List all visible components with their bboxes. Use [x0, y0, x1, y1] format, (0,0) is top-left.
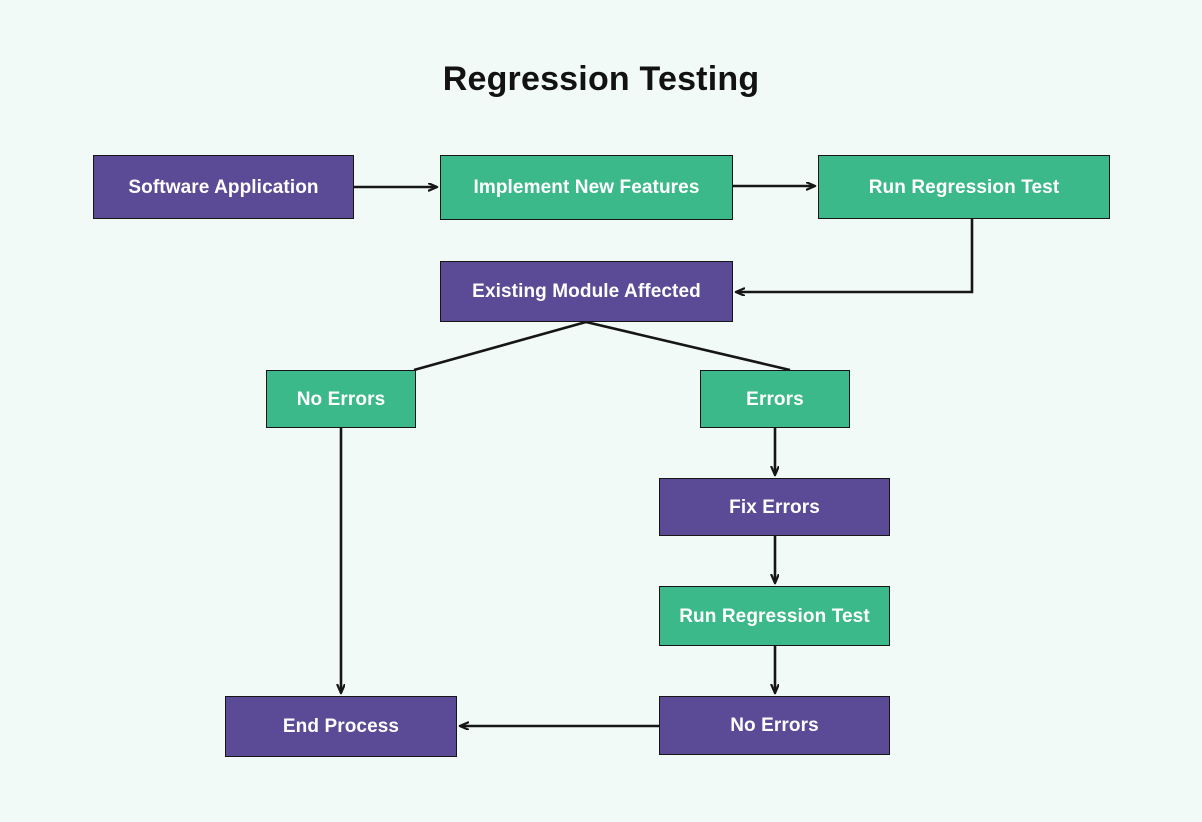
node-existing-module-affected[interactable]: Existing Module Affected	[440, 261, 733, 322]
node-fix-errors[interactable]: Fix Errors	[659, 478, 890, 536]
node-no-errors-left[interactable]: No Errors	[266, 370, 416, 428]
node-label: Software Application	[128, 176, 319, 198]
node-run-regression-test-bottom[interactable]: Run Regression Test	[659, 586, 890, 646]
node-errors[interactable]: Errors	[700, 370, 850, 428]
node-label: Existing Module Affected	[472, 281, 701, 302]
node-implement-new-features[interactable]: Implement New Features	[440, 155, 733, 220]
node-label: End Process	[282, 716, 400, 737]
node-software-application[interactable]: Software Application	[93, 155, 354, 219]
page-title: Regression Testing	[442, 60, 760, 98]
node-label: Implement New Features	[473, 177, 700, 198]
node-label: Errors	[746, 388, 804, 410]
node-no-errors-bottom[interactable]: No Errors	[659, 696, 890, 755]
node-label: No Errors	[296, 388, 386, 410]
node-label: Fix Errors	[729, 496, 820, 518]
node-label: Run Regression Test	[679, 605, 870, 627]
edge-run-regression-test-to-existing-module-affected	[736, 219, 974, 292]
edge-existing-module-affected-to-no-errors	[413, 320, 587, 372]
node-label: No Errors	[730, 715, 819, 736]
edge-existing-module-affected-to-errors	[585, 320, 791, 372]
node-run-regression-test-top[interactable]: Run Regression Test	[818, 155, 1110, 219]
node-end-process[interactable]: End Process	[225, 696, 457, 757]
node-label: Run Regression Test	[868, 176, 1060, 198]
